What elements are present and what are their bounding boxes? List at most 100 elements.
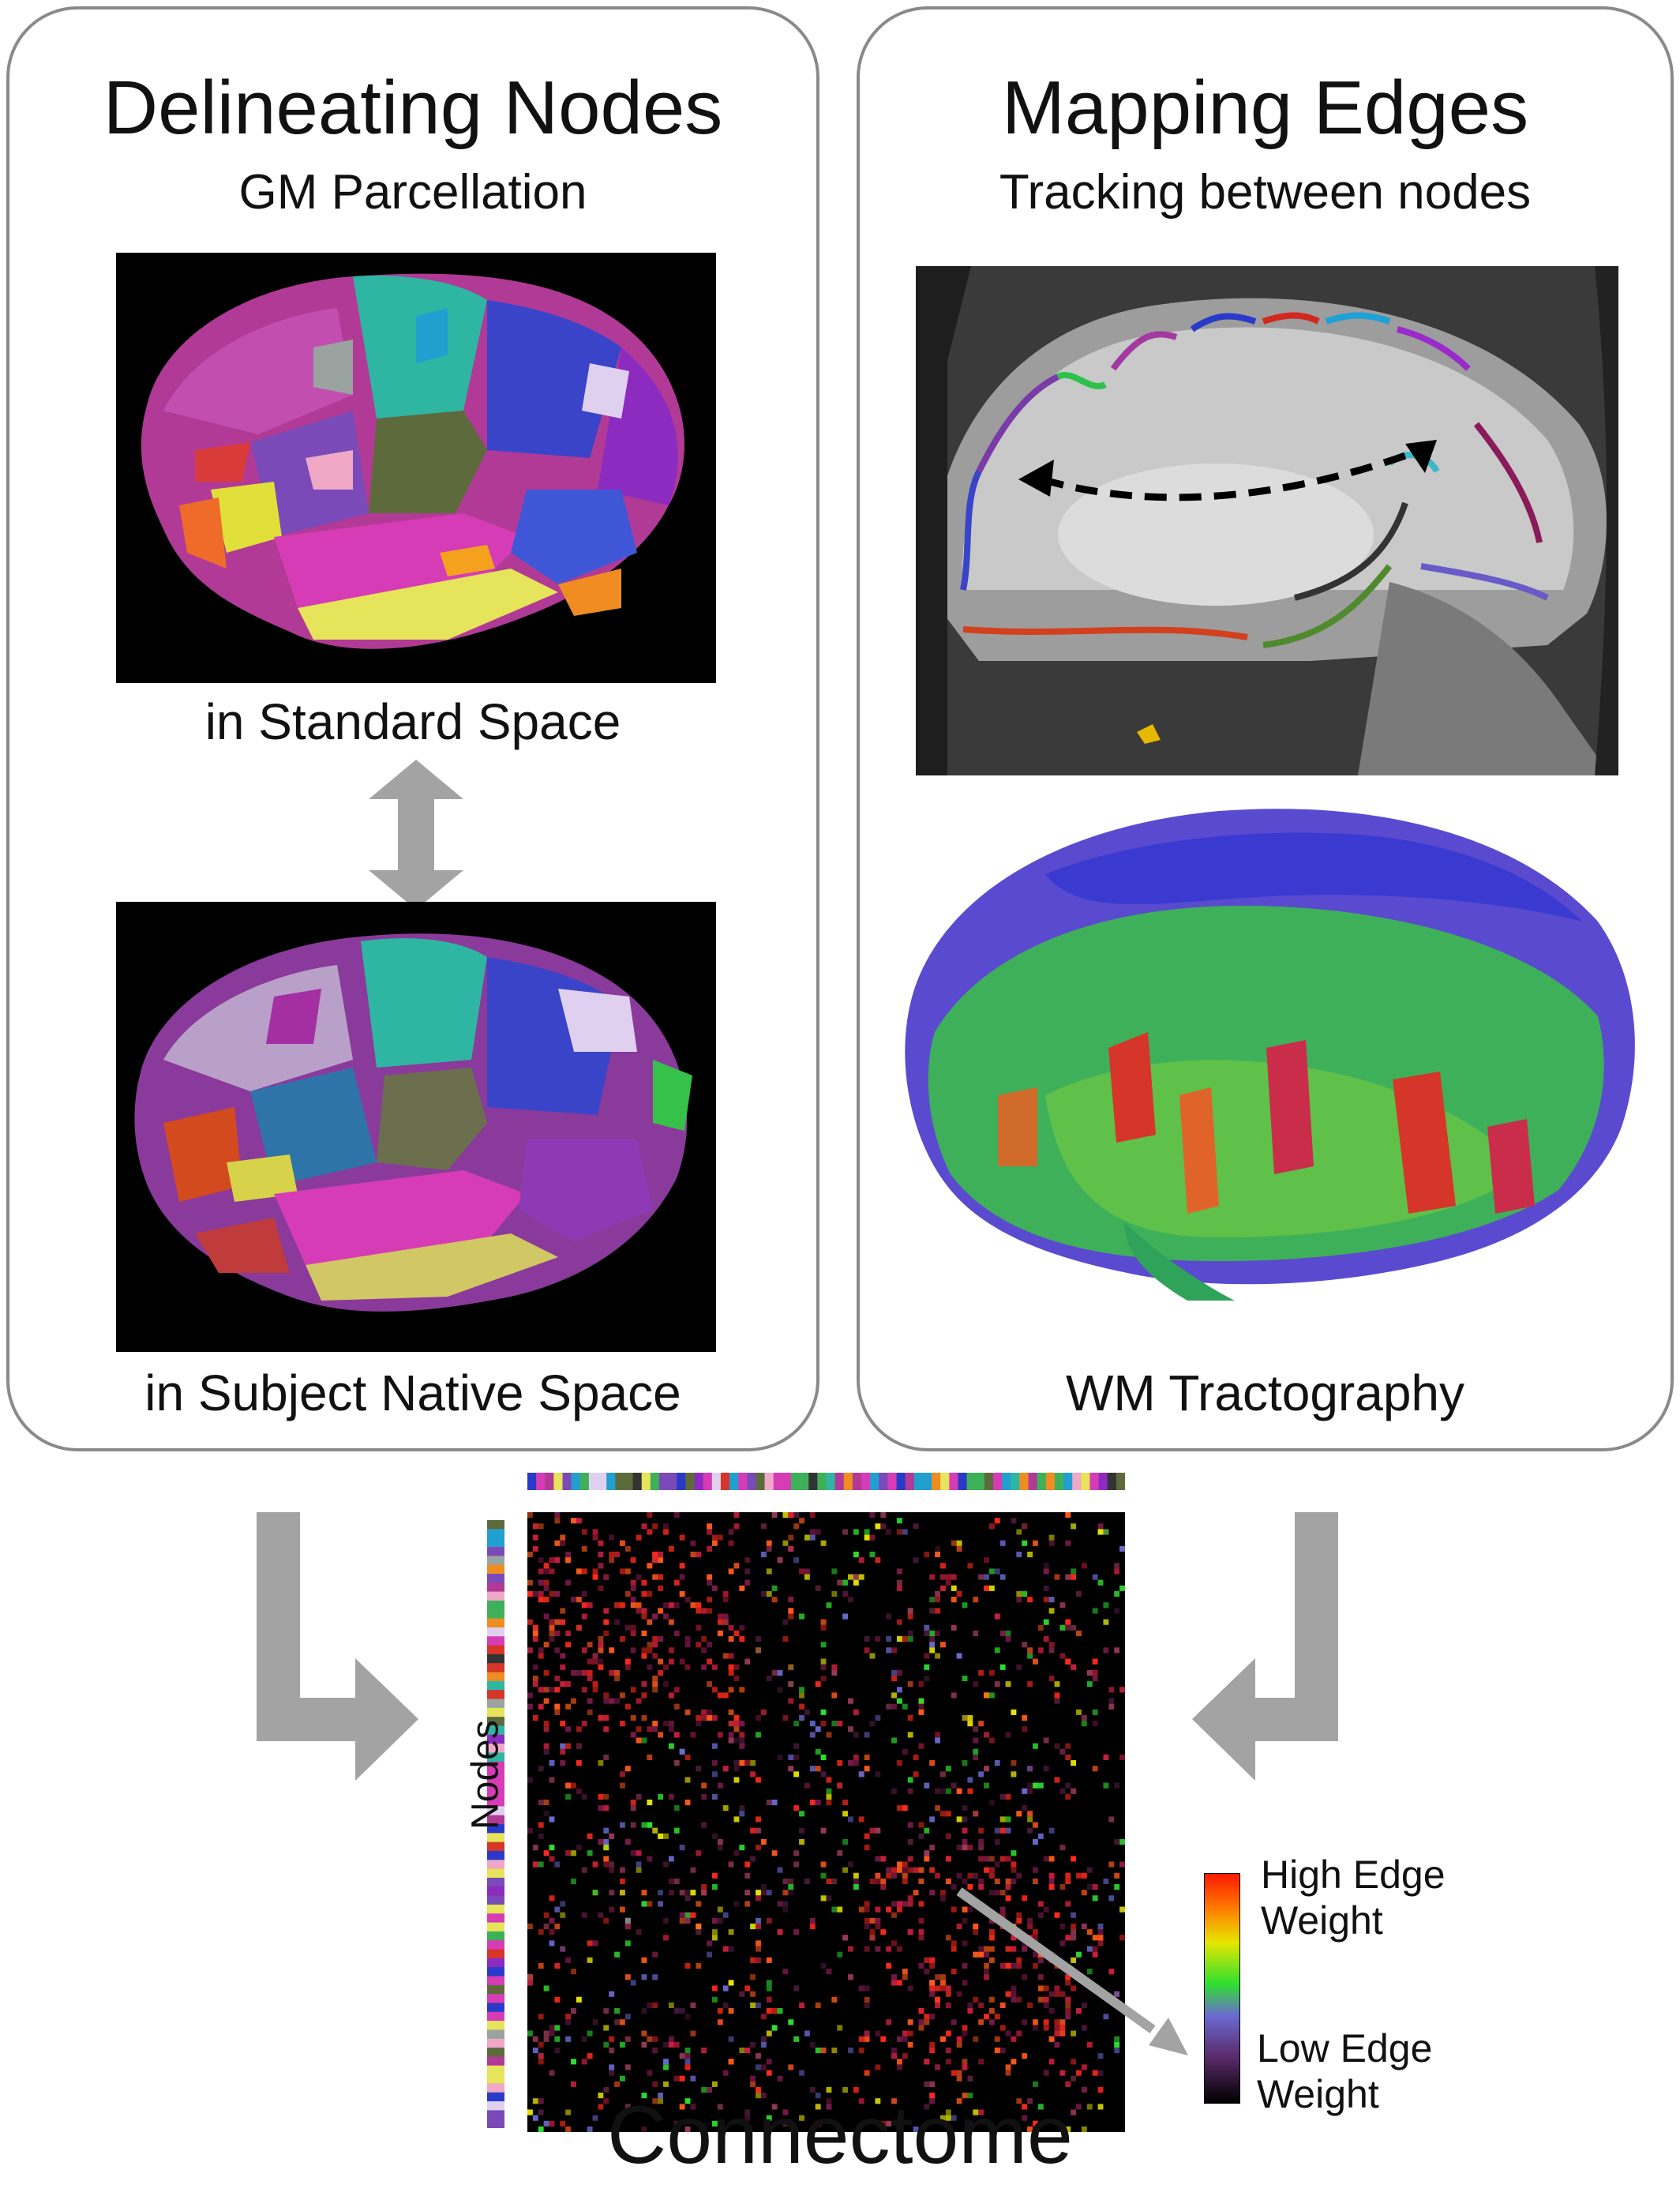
- matrix-cell: [896, 2036, 902, 2042]
- matrix-cell: [875, 1636, 881, 1642]
- matrix-cell: [896, 1906, 902, 1913]
- matrix-cell: [624, 1568, 631, 1575]
- matrix-cell: [641, 1590, 647, 1597]
- left-strip-cell: [487, 1841, 504, 1852]
- matrix-cell: [793, 2036, 800, 2042]
- standard-space-caption: in Standard Space: [204, 693, 621, 750]
- matrix-cell: [837, 1760, 843, 1766]
- top-strip-cell: [1081, 1473, 1090, 1490]
- matrix-cell: [750, 1957, 756, 1963]
- top-strip-cell: [817, 1473, 827, 1490]
- matrix-cell: [853, 1732, 859, 1738]
- matrix-cell: [782, 1890, 789, 1896]
- matrix-cell: [820, 1721, 827, 1727]
- matrix-cell: [1081, 2025, 1087, 2031]
- matrix-cell: [809, 1529, 816, 1535]
- matrix-cell: [962, 1816, 968, 1823]
- left-strip-cell: [487, 1680, 504, 1691]
- matrix-cell: [711, 1793, 718, 1800]
- matrix-cell: [668, 1658, 674, 1665]
- matrix-cell: [587, 1957, 593, 1963]
- matrix-cell: [673, 1732, 680, 1738]
- left-strip-cell: [487, 2074, 504, 2084]
- matrix-cell: [1065, 2008, 1071, 2014]
- left-strip-cell: [487, 2101, 504, 2111]
- matrix-cell: [945, 1766, 951, 1772]
- matrix-cell: [809, 1917, 816, 1924]
- matrix-cell: [641, 1714, 647, 1721]
- top-strip-cell: [879, 1473, 888, 1490]
- matrix-cell: [711, 1743, 718, 1749]
- matrix-cell: [896, 1518, 902, 1524]
- matrix-cell: [684, 1636, 691, 1642]
- matrix-cell: [549, 1557, 555, 1564]
- matrix-cell: [913, 1771, 919, 1778]
- matrix-cell: [951, 1540, 957, 1546]
- matrix-cell: [679, 1912, 685, 1918]
- matrix-cell: [929, 1647, 936, 1654]
- matrix-cell: [756, 1647, 761, 1654]
- matrix-cell: [598, 1664, 604, 1670]
- matrix-cell: [560, 2120, 566, 2127]
- matrix-cell: [739, 1737, 745, 1744]
- matrix-cell: [647, 1822, 653, 1828]
- matrix-cell: [598, 1912, 604, 1918]
- matrix-cell: [799, 1568, 804, 1575]
- matrix-cell: [673, 2008, 680, 2014]
- matrix-cell: [641, 2126, 647, 2132]
- matrix-cell: [1048, 1647, 1055, 1654]
- matrix-cell: [630, 1714, 636, 1721]
- matrix-cell: [565, 2036, 572, 2042]
- matrix-cell: [624, 1658, 631, 1665]
- matrix-cell: [554, 2025, 561, 2031]
- matrix-cell: [679, 1748, 685, 1755]
- matrix-cell: [782, 2120, 789, 2127]
- matrix-cell: [1071, 1760, 1077, 1766]
- matrix-cell: [891, 1980, 897, 1986]
- matrix-cell: [875, 1557, 881, 1564]
- matrix-cell: [679, 1845, 685, 1851]
- matrix-cell: [951, 1946, 957, 1952]
- left-strip-cell: [487, 1699, 504, 1709]
- matrix-cell: [831, 1996, 838, 2003]
- matrix-cell: [1048, 1540, 1055, 1546]
- matrix-cell: [831, 1664, 838, 1670]
- matrix-cell: [864, 1833, 870, 1839]
- matrix-cell: [549, 1630, 555, 1636]
- matrix-cell: [538, 1523, 544, 1530]
- matrix-cell: [630, 1799, 636, 1806]
- matrix-cell: [663, 1529, 669, 1535]
- matrix-cell: [647, 1754, 653, 1760]
- matrix-cell: [1011, 2059, 1017, 2065]
- matrix-cell: [652, 1974, 658, 1980]
- matrix-cell: [543, 1912, 549, 1918]
- matrix-cell: [1048, 1608, 1055, 1614]
- matrix-cell: [929, 1816, 936, 1823]
- matrix-cell: [538, 1766, 544, 1772]
- matrix-cell: [880, 1929, 887, 1935]
- matrix-cell: [1065, 2081, 1071, 2087]
- matrix-cell: [962, 1602, 968, 1609]
- matrix-cell: [880, 1523, 887, 1530]
- matrix-cell: [1086, 2041, 1093, 2048]
- matrix-cell: [614, 1602, 620, 1609]
- matrix-cell: [641, 1523, 647, 1530]
- matrix-cell: [929, 1867, 936, 1873]
- matrix-cell: [641, 1974, 647, 1980]
- matrix-cell: [1114, 1647, 1120, 1654]
- matrix-cell: [581, 1590, 587, 1597]
- matrix-cell: [777, 1754, 783, 1760]
- matrix-cell: [978, 1721, 984, 1727]
- matrix-cell: [756, 2093, 761, 2099]
- matrix-cell: [609, 1551, 615, 1558]
- matrix-cell: [962, 1906, 968, 1913]
- matrix-cell: [538, 1962, 544, 1969]
- matrix-cell: [1119, 1754, 1125, 1760]
- matrix-cell: [777, 2075, 783, 2082]
- matrix-cell: [1103, 2014, 1109, 2020]
- left-strip-cell: [487, 1752, 504, 1763]
- matrix-cell: [1037, 2104, 1044, 2110]
- matrix-cell: [1033, 2019, 1038, 2025]
- matrix-cell: [1065, 1743, 1071, 1749]
- matrix-cell: [1022, 1642, 1028, 1648]
